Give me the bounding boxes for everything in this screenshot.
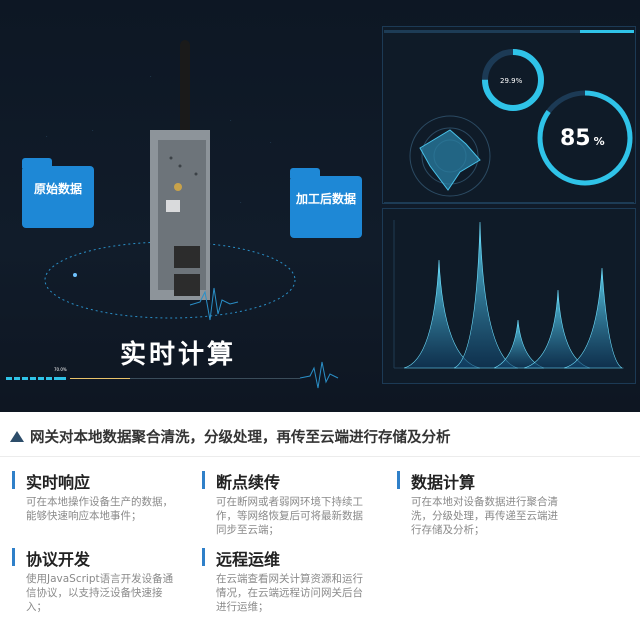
spike-chart [393, 220, 624, 369]
feature-title: 断点续传 [216, 473, 281, 492]
feature-accent-bar [12, 471, 15, 489]
feature-title: 协议开发 [26, 550, 91, 569]
decor-glyph: · [240, 200, 242, 206]
processed-data-folder-icon: 加工后数据 [290, 168, 362, 238]
decor-glyph: · [150, 74, 152, 80]
feature-description: 可在本地对设备数据进行聚合清洗，分级处理，再传递至云端进行存储及分析； [411, 496, 558, 536]
section-headline: 网关对本地数据聚合清洗，分级处理，再传至云端进行存储及分析 [10, 426, 451, 447]
decor-glyph: · [270, 140, 272, 146]
feature-title: 数据计算 [411, 473, 476, 492]
triangle-icon [10, 431, 24, 442]
headline-text: 网关对本地数据聚合清洗，分级处理，再传至云端进行存储及分析 [30, 430, 451, 446]
feature-description: 可在本地操作设备生产的数据，能够快速响应本地事件； [26, 496, 173, 522]
hero-banner: · · · · · · 原始数据 加工后数据 [0, 0, 640, 412]
source-data-label: 原始数据 [33, 182, 82, 196]
dashboard-graphics [384, 30, 634, 204]
big-gauge-unit: % [593, 135, 605, 148]
source-data-folder-icon: 原始数据 [22, 158, 94, 228]
feature-description: 使用JavaScript语言开发设备通信协议，以支持泛设备快速接入； [26, 573, 174, 613]
feature-title: 实时响应 [26, 473, 91, 492]
feature-accent-bar [202, 548, 205, 566]
device-illustration [44, 40, 296, 321]
big-gauge-value: 85% [560, 126, 605, 151]
decor-glyph: · [46, 134, 48, 140]
feature-accent-bar [12, 548, 15, 566]
divider [0, 456, 640, 457]
feature-description: 可在断网或者弱网环境下持续工作，等网络恢复后可将最新数据同步至云端； [216, 496, 363, 536]
hero-title: 实时计算 [120, 340, 237, 370]
big-gauge-number: 85 [560, 126, 591, 151]
feature-title: 远程运维 [216, 550, 281, 569]
dashboard-gauge-panel [382, 26, 636, 204]
decor-glyph: · [92, 128, 94, 134]
feature-accent-bar [397, 471, 400, 489]
decor-glyph: · [230, 118, 232, 124]
progress-strip [6, 361, 339, 389]
feature-accent-bar [202, 471, 205, 489]
processed-data-label: 加工后数据 [295, 192, 356, 206]
features-section: 网关对本地数据聚合清洗，分级处理，再传至云端进行存储及分析 实时响应 可在本地操… [0, 412, 640, 640]
progress-label: 70.0% [54, 367, 67, 372]
feature-description: 在云端查看网关计算资源和运行情况，在云端远程访问网关后台进行运维； [216, 573, 363, 613]
small-gauge-value: 29.9% [500, 77, 523, 85]
